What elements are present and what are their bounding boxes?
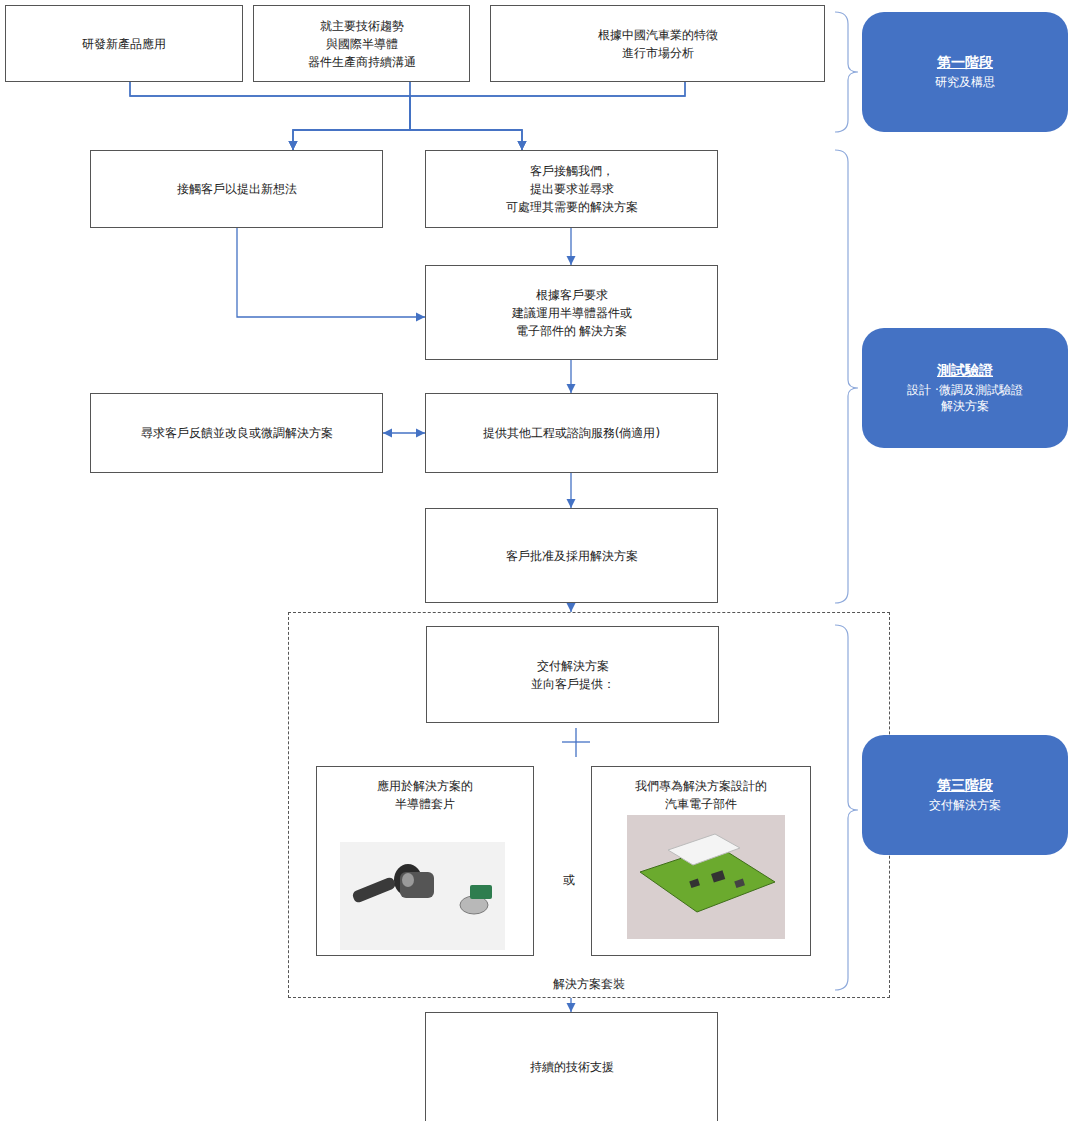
process-box: 根據中國汽車業的特徵 進行市場分析 [490,5,825,82]
curly-brace [835,150,858,603]
node-text: 根據客戶要求 建議運用半導體器件或 電子部件的 解決方案 [509,286,634,340]
node-text: 我們專為解決方案設計的 汽車電子部件 [626,777,776,813]
tpms-sensor-photo [340,842,505,950]
process-box: 交付解決方案 並向客戶提供： [426,626,719,723]
node-text: 接觸客戶以提出新想法 [177,180,297,198]
node-text: 研究及構思 [935,74,995,90]
chip [711,870,725,882]
flow-arrow [293,82,410,150]
curly-brace [835,12,858,132]
connector-word: 或 [561,872,577,889]
flow-arrow [383,432,425,433]
flow-arrow [293,82,685,150]
node-text: 客戶批准及採用解決方案 [506,547,638,565]
flow-arrow [410,82,685,150]
process-box: 客戶批准及採用解決方案 [425,508,718,603]
product-box: 應用於解決方案的 半導體套片 [316,766,534,956]
process-box: 根據客戶要求 建議運用半導體器件或 電子部件的 解決方案 [425,265,718,360]
node-text: 尋求客戶反饋並改良或微調解決方案 [141,424,333,442]
sensor-body [400,872,434,898]
flow-arrow [410,82,522,150]
product-box: 我們專為解決方案設計的 汽車電子部件 [591,766,811,956]
package-group: 解決方案套裝 交付解決方案 並向客戶提供： 應用於解決方案的 半導體套片 我們專為解決… [288,612,890,998]
process-box: 就主要技術趨勢 與國際半導體 器件生產商持續溝通 [253,5,470,82]
process-box: 尋求客戶反饋並改良或微調解決方案 [90,393,383,473]
node-text: 根據中國汽車業的特徵 進行市場分析 [595,26,720,62]
stage-badge: 第三階段交付解決方案 [862,735,1068,855]
flow-arrow [130,82,410,150]
node-text: 交付解決方案 並向客戶提供： [523,657,623,693]
process-box: 提供其他工程或諮詢服務(倘適用) [425,393,718,473]
flow-arrow [570,360,571,393]
valve-stem [351,876,396,904]
node-text: 持續的技術支援 [530,1058,614,1076]
connector [668,834,740,865]
node-text: 提供其他工程或諮詢服務(倘適用) [483,424,660,442]
node-text: 設計 ·微調及測試驗證 解決方案 [900,382,1030,414]
stage-heading: 第一階段 [937,53,993,72]
flow-arrow [130,82,522,150]
sensor-board [470,885,492,899]
node-text: 就主要技術趨勢 與國際半導體 器件生產商持續溝通 [304,17,419,71]
photo-ground [340,842,505,950]
node-text: 交付解決方案 [929,797,1001,813]
node-text: 解決方案套裝 [553,975,625,993]
curly-brace [835,625,858,990]
node-text: 應用於解決方案的 半導體套片 [365,777,485,813]
plus-symbol [575,728,576,757]
flow-arrow [570,603,571,612]
flow-arrow [570,473,571,508]
node-text: 客戶接觸我們， 提出要求並尋求 可處理其需要的解決方案 [502,162,642,216]
process-box: 接觸客戶以提出新想法 [90,150,383,228]
process-box: 研發新產品應用 [5,5,243,82]
stage-heading: 測試驗證 [937,361,993,380]
ecu-board-render [627,815,785,939]
stage-heading: 第三階段 [937,776,993,795]
stage-badge: 測試驗證設計 ·微調及測試驗證 解決方案 [862,328,1068,448]
stage-badge: 第一階段研究及構思 [862,12,1068,132]
process-box: 持續的技術支援 [425,1012,718,1121]
flow-arrow [237,228,425,317]
flow-arrow [570,228,571,265]
chip [689,879,700,888]
node-text: 研發新產品應用 [82,35,166,53]
process-box: 客戶接觸我們， 提出要求並尋求 可處理其需要的解決方案 [425,150,718,228]
render-ground [627,815,785,939]
chip [734,879,745,888]
flow-arrow [570,998,571,1012]
valve-ring [402,873,414,887]
